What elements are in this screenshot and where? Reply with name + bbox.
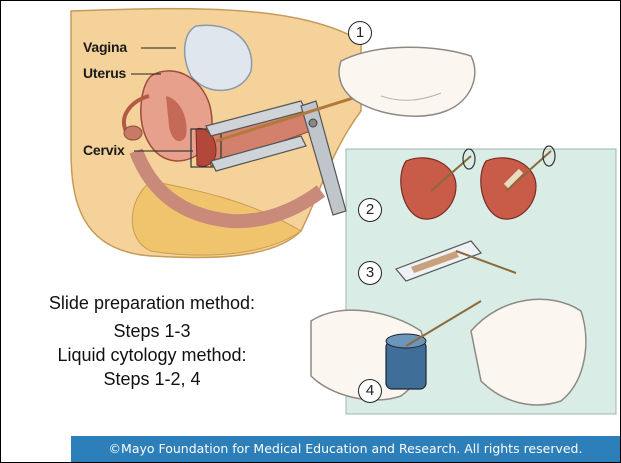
copyright-footer: ©Mayo Foundation for Medical Education a… [71,436,620,462]
speculum-screw [309,119,317,127]
label-uterus: Uterus [83,65,126,81]
liquid-method-title: Liquid cytology method: [7,345,297,366]
ovary [124,126,142,140]
step-3-marker: 3 [358,261,382,285]
step-4-marker: 4 [358,379,382,403]
step-2-marker: 2 [358,198,382,222]
label-cervix: Cervix [83,142,125,158]
step-1-marker: 1 [348,21,372,45]
label-vagina: Vagina [83,39,127,55]
slide-method-steps: Steps 1-3 [7,321,297,342]
slide-method-title: Slide preparation method: [7,293,297,314]
liquid-method-steps: Steps 1-2, 4 [7,369,297,390]
